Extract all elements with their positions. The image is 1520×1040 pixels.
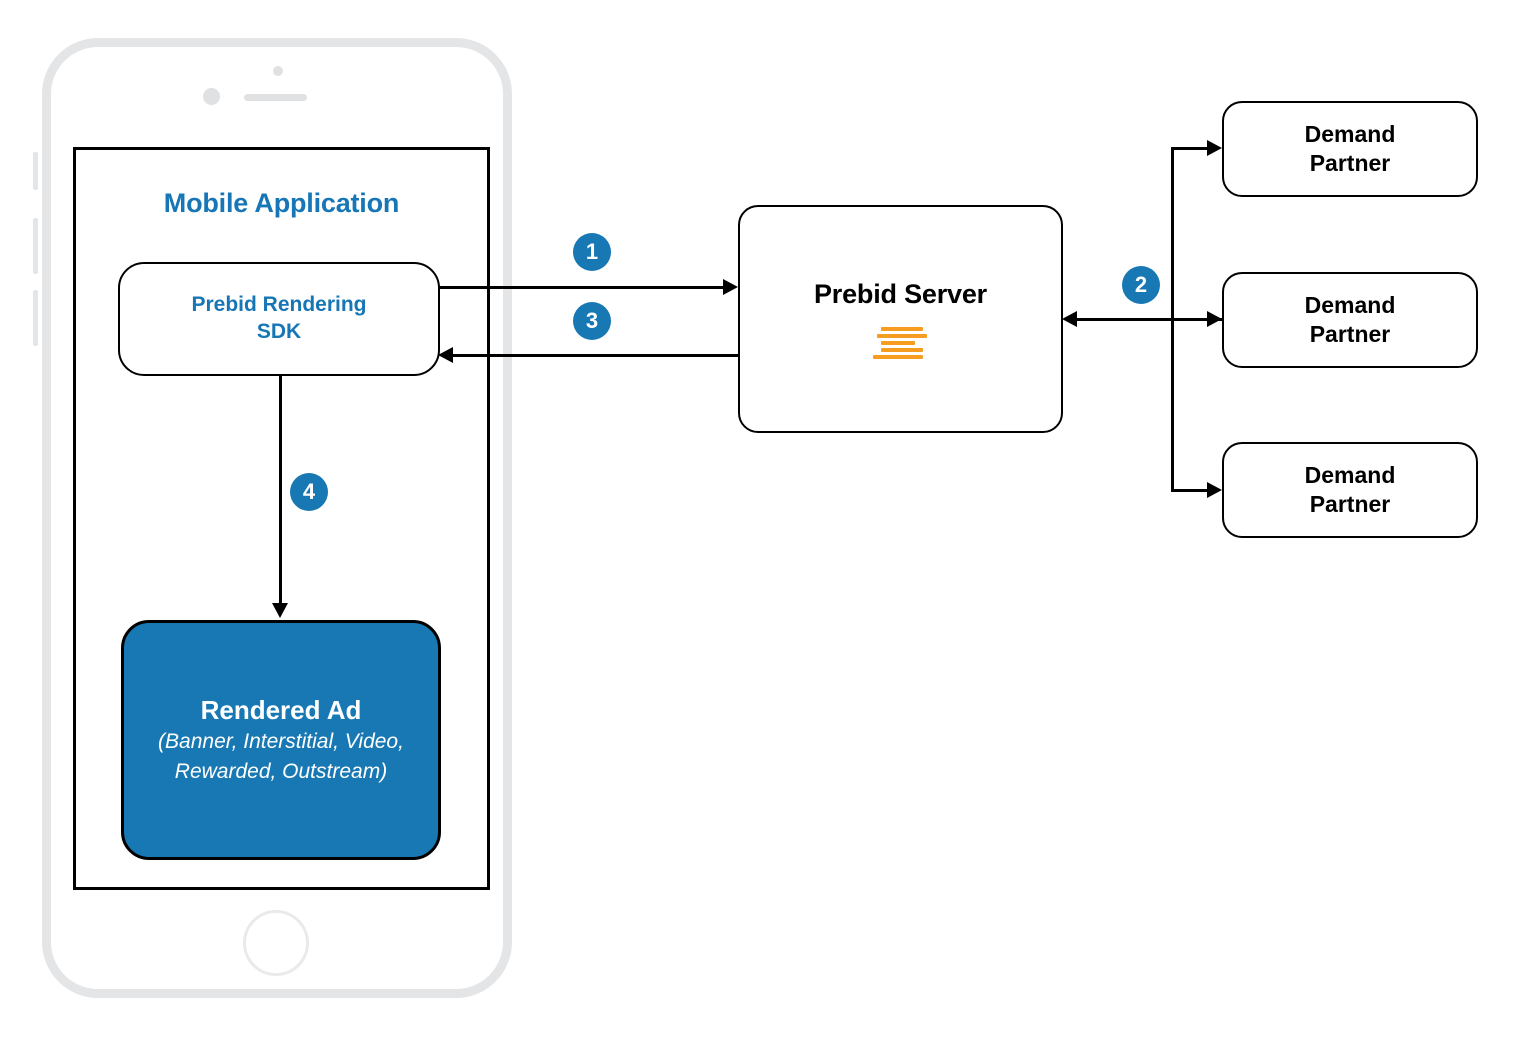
sdk-label-line1: Prebid Rendering — [191, 293, 367, 317]
silent-switch-icon — [33, 152, 38, 190]
connector-3-line — [452, 354, 738, 357]
volume-down-button-icon — [33, 290, 38, 346]
connector-2-branch-line-3 — [1171, 489, 1209, 492]
connector-1-line — [438, 286, 733, 289]
connector-2-arrowhead-partner-3 — [1207, 482, 1222, 498]
connector-4-arrowhead — [272, 603, 288, 618]
prebid-server-node[interactable]: Prebid Server — [738, 205, 1063, 433]
demand-partner-3-line2: Partner — [1309, 491, 1391, 517]
step-badge-2: 2 — [1122, 266, 1160, 304]
rendered-ad-subtitle-line1: (Banner, Interstitial, Video, — [158, 730, 404, 754]
rendered-ad-title: Rendered Ad — [200, 695, 362, 726]
demand-partner-1-line1: Demand — [1304, 120, 1396, 147]
earpiece-speaker-icon — [244, 94, 307, 101]
connector-2-arrowhead-server — [1062, 311, 1077, 327]
proximity-sensor-icon — [273, 66, 283, 76]
connector-2-trunk-line — [1076, 318, 1222, 321]
mobile-application-title: Mobile Application — [163, 188, 400, 218]
front-camera-icon — [203, 88, 220, 105]
demand-partner-node-3[interactable]: Demand Partner — [1222, 442, 1478, 538]
demand-partner-node-1[interactable]: Demand Partner — [1222, 101, 1478, 197]
prebid-rendering-sdk-node[interactable]: Prebid Rendering SDK — [118, 262, 440, 376]
connector-2-arrowhead-partner-2 — [1207, 311, 1222, 327]
demand-partner-2-line1: Demand — [1304, 291, 1396, 318]
step-badge-3: 3 — [573, 302, 611, 340]
rendered-ad-subtitle-line2: Rewarded, Outstream) — [174, 759, 388, 783]
demand-partner-3-line1: Demand — [1304, 461, 1396, 488]
step-badge-1: 1 — [573, 233, 611, 271]
demand-partner-1-line2: Partner — [1309, 150, 1391, 176]
prebid-lines-logo-icon — [872, 327, 929, 359]
sdk-label-line2: SDK — [256, 320, 302, 343]
demand-partner-2-line2: Partner — [1309, 321, 1391, 347]
connector-1-arrowhead — [723, 279, 738, 295]
volume-up-button-icon — [33, 218, 38, 274]
connector-4-line — [279, 376, 282, 605]
connector-2-branch-line-1 — [1171, 147, 1209, 150]
connector-3-arrowhead — [438, 347, 453, 363]
home-button-icon — [243, 910, 309, 976]
connector-2-vertical-bus — [1171, 148, 1174, 491]
connector-2-arrowhead-partner-1 — [1207, 140, 1222, 156]
rendered-ad-node[interactable]: Rendered Ad (Banner, Interstitial, Video… — [121, 620, 441, 860]
step-badge-4: 4 — [290, 473, 328, 511]
demand-partner-node-2[interactable]: Demand Partner — [1222, 272, 1478, 368]
prebid-server-label: Prebid Server — [814, 279, 987, 309]
